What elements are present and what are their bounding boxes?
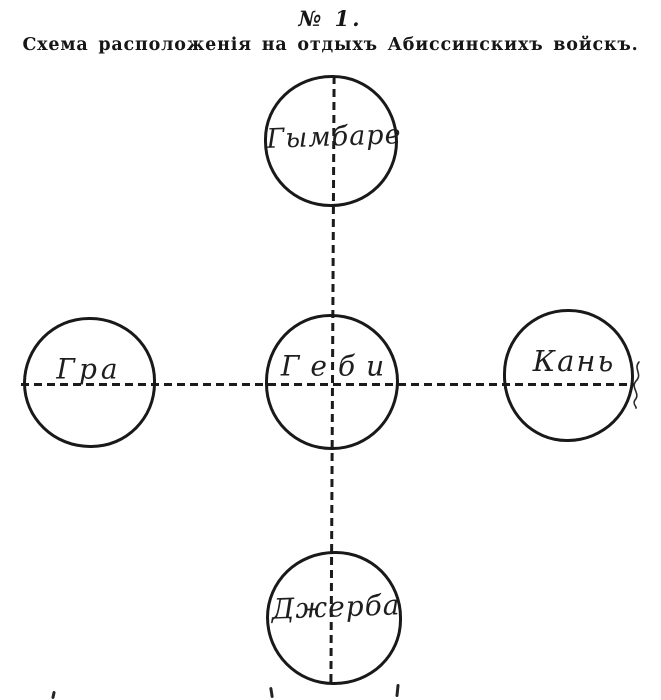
camp-label-gebi: Геби	[280, 349, 396, 383]
ink-flourish-artifact	[633, 361, 640, 409]
camp-circle-gebi	[265, 314, 399, 450]
camp-circle-gra	[23, 317, 156, 448]
camp-circle-gymbare	[264, 75, 398, 207]
camp-circle-dzherba	[266, 551, 402, 685]
camp-circle-kan	[503, 309, 634, 442]
camp-label-gymbare: Гымбаре	[265, 119, 403, 155]
cutoff-print-mark	[269, 686, 274, 699]
camp-label-kan: Кань	[532, 344, 616, 378]
figure-number: № 1.	[298, 6, 363, 31]
camp-label-dzherba: Джерба	[271, 588, 401, 626]
cutoff-print-mark	[51, 690, 56, 700]
camp-label-gra: Гра	[56, 352, 122, 386]
cutoff-print-mark	[395, 683, 400, 698]
figure-title: Схема расположенія на отдыхъ Абиссинских…	[22, 35, 639, 55]
